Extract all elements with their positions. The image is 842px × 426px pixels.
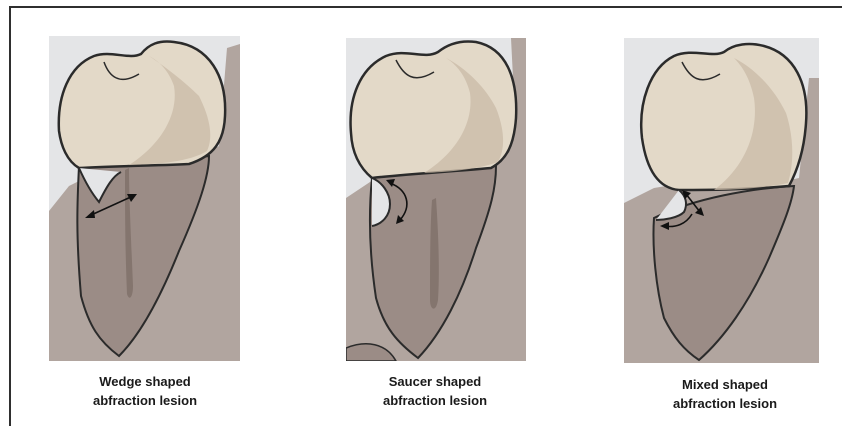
panel-mixed bbox=[624, 38, 819, 363]
caption-line-1: Mixed shaped bbox=[635, 375, 815, 394]
caption-line-1: Wedge shaped bbox=[60, 372, 230, 391]
panel-saucer bbox=[346, 38, 526, 361]
caption-line-2: abfraction lesion bbox=[60, 391, 230, 410]
caption-line-2: abfraction lesion bbox=[350, 391, 520, 410]
saucer-tooth-illustration bbox=[346, 38, 526, 361]
wedge-tooth-illustration bbox=[49, 36, 240, 361]
frame-top-border bbox=[9, 6, 842, 8]
caption-mixed: Mixed shaped abfraction lesion bbox=[635, 375, 815, 413]
panel-wedge bbox=[49, 36, 240, 361]
frame-left-border bbox=[9, 6, 11, 426]
caption-saucer: Saucer shaped abfraction lesion bbox=[350, 372, 520, 410]
caption-line-1: Saucer shaped bbox=[350, 372, 520, 391]
caption-wedge: Wedge shaped abfraction lesion bbox=[60, 372, 230, 410]
caption-line-2: abfraction lesion bbox=[635, 394, 815, 413]
mixed-tooth-illustration bbox=[624, 38, 819, 363]
